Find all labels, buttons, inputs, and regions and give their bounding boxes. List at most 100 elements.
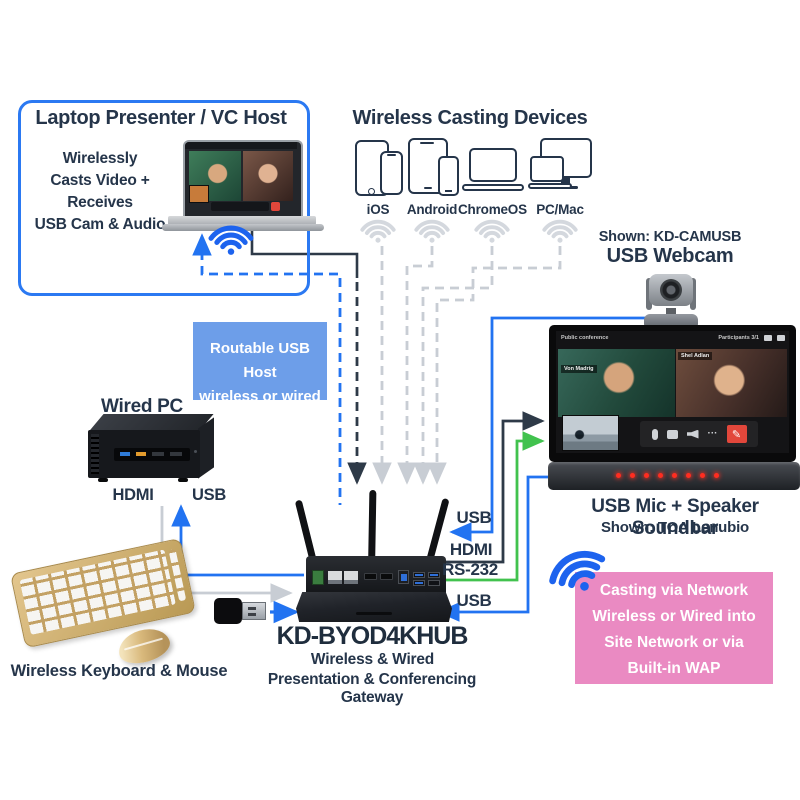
laptop-base [168,216,316,225]
device-label-pcmac: PC/Mac [536,202,584,217]
soundbar-led [630,473,635,478]
wifi-icon [549,550,606,591]
pc-mac-devices-icon [528,138,594,200]
note-line: Wireless or Wired into [592,608,756,625]
soundbar-led [672,473,677,478]
pc-port-strip [114,448,190,461]
laptop-call-endbutton [271,202,280,211]
soundbar-shown-label: Shown: TOA Lenubio [600,519,750,536]
soundbar-illustration [548,462,800,490]
wired-pc-illustration [82,410,222,482]
rs232-line-label: RS-232 [442,560,498,579]
usb-port [428,572,440,578]
webcam-base [644,314,698,328]
people-icon [764,335,772,342]
laptop-call-toolbar [211,202,269,211]
soundbar-led [658,473,663,478]
soundbar-title: USB Mic + Speaker Soundbar [591,496,759,539]
note-line: Built-in WAP [627,660,721,677]
device-label-ios: iOS [366,202,390,217]
casting-network-note: Casting via Network Wireless or Wired in… [575,572,773,684]
router-subtitle-2: Presentation & Conferencing Gateway [267,671,477,706]
note-line: Site Network or via [604,634,744,651]
tv-meeting-header: Public conference [561,335,609,341]
usb-port [120,452,130,456]
keyboard-mouse-label: Wireless Keyboard & Mouse [10,662,228,680]
tv-participants-count: Participants 3/1 [718,335,759,341]
wifi-icon [208,225,254,255]
soundbar-led [644,473,649,478]
router-body [306,556,446,598]
ios-devices-icon [352,140,408,200]
mic-icon [651,428,658,440]
routable-usb-host-note: Routable USB Host wireless or wired [193,322,327,405]
wifi-icon [414,219,450,243]
note-line: Casting via Network [599,582,749,599]
speaker-icon [686,429,699,439]
router-subtitle-1: Wireless & Wired [310,651,435,668]
laptop-desc-line: USB Cam & Audio [34,216,166,233]
tv-nametag-left: Von Madrig [561,365,597,373]
usb-b-port [398,570,409,584]
camera-icon [666,429,678,439]
hdmi-line-label: HDMI [449,540,493,559]
gateway-router-illustration [292,470,456,626]
laptop-host-description: Wirelessly Casts Video + Receives USB Ca… [20,148,180,236]
router-model-label: KD-BYOD4KHUB [276,622,469,650]
laptop-call-tile-right [243,151,293,201]
android-devices-icon [406,138,464,200]
usb-dongle-illustration [214,596,268,626]
webcam-title: USB Webcam [606,245,734,267]
usb-port [413,572,425,578]
chromeos-laptop-icon [462,148,524,198]
wired-pc-title: Wired PC [101,396,183,417]
usb-soundbar-line-label: USB [456,591,492,610]
soundbar-led [686,473,691,478]
wifi-icon [360,219,396,243]
hdmi-port [380,573,393,580]
tv-video-tile-left [558,349,675,417]
note-line: Routable USB Host [209,340,310,381]
wireless-devices-title: Wireless Casting Devices [352,107,588,129]
device-label-chromeos: ChromeOS [458,202,527,217]
ethernet-port [344,571,358,584]
tv-screen: Public conference Participants 3/1 Von M… [556,331,789,453]
webcam-lens [660,279,682,301]
device-label-android: Android [406,202,458,217]
tv-room-thumbnail [562,415,619,451]
pc-hdmi-label: HDMI [112,486,154,504]
usb-port [413,580,425,586]
pc-usb-label: USB [192,486,226,504]
laptop-call-selfview [189,185,209,203]
laptop-host-box [18,100,310,296]
soundbar-led [714,473,719,478]
wifi-icon [474,219,510,243]
soundbar-led [700,473,705,478]
usb-webcam-line-label: USB [456,508,492,527]
terminal-block-port [312,570,324,585]
usb-webcam-illustration [638,270,704,330]
tv-call-toolbar: ··· ✎ [640,421,758,447]
note-line: wireless or wired [199,388,321,405]
usb-port [136,452,146,456]
laptop-screen [183,140,303,218]
router-base [296,592,452,622]
tv-nametag-right: Shel Adlan [678,352,713,360]
ethernet-port [328,571,342,584]
pc-front-panel [88,430,200,478]
chat-icon [777,335,785,342]
laptop-base-front [162,224,324,231]
tv-video-tile-right [676,349,787,417]
hdmi-port [364,573,377,580]
power-port [428,580,440,586]
webcam-shown-label: Shown: KD-CAMUSB [598,229,742,245]
laptop-screen-topbar [185,142,297,149]
wifi-icon [542,219,578,243]
laptop-host-title: Laptop Presenter / VC Host [35,107,287,129]
annotate-button: ✎ [726,425,747,443]
laptop-illustration [160,138,326,232]
laptop-desc-line: Casts Video + Receives [50,172,150,211]
soundbar-led [616,473,621,478]
